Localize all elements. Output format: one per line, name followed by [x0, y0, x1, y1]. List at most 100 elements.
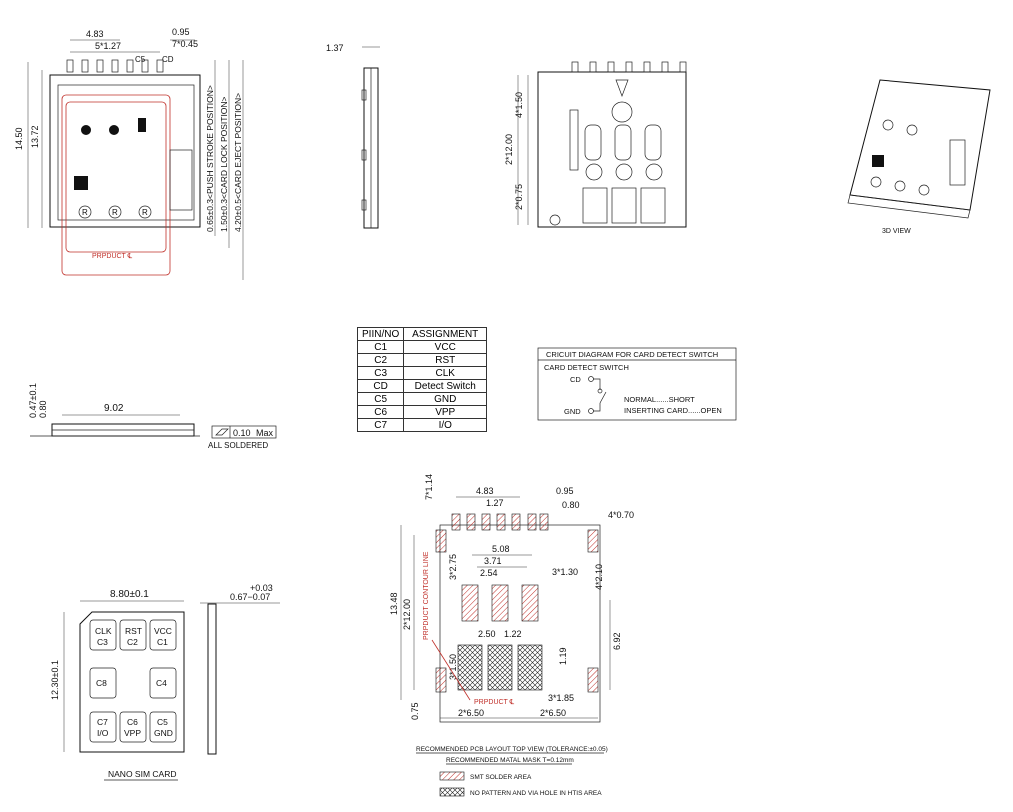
legend-smt-swatch	[439, 771, 465, 781]
dim-0-47: 0.47±0.1	[28, 383, 38, 418]
pad-mark-2	[108, 205, 122, 219]
dim-13-72: 13.72	[30, 125, 40, 148]
dim-2x6-50-left: 2*6.50	[458, 708, 484, 718]
pin-cell: CD	[356, 379, 405, 393]
circuit-normal: NORMAL......SHORT	[624, 395, 695, 404]
pin-cell: C2	[356, 353, 405, 367]
pin-cell: C3	[356, 366, 405, 380]
dim-9-02: 9.02	[104, 403, 124, 414]
sim-c7: C7	[97, 717, 108, 727]
assignment-cell: VCC	[403, 340, 488, 354]
dim-7x0-45: 7*0.45	[172, 39, 198, 49]
dim-1-19: 1.19	[558, 647, 568, 665]
sim-io: I/O	[97, 728, 109, 738]
front-view: 0.47±0.1 0.80 9.02 0.10 Max ALL SOLDERED	[28, 383, 277, 450]
dim-1-37: 1.37	[326, 43, 344, 53]
dim-3x1-30: 3*1.30	[552, 567, 578, 577]
pcb-layout: 7*1.14 4.83 1.27 0.95 0.80 4*0.70 5.08 3…	[389, 474, 634, 797]
bottom-view: 4*1.50 2*12.00 2*0.75	[504, 61, 687, 228]
sim-clk: CLK	[95, 626, 112, 636]
dim-0-75-pcb: 0.75	[410, 702, 420, 720]
dim-0-95: 0.95	[172, 27, 190, 37]
pcb-product-centerline: PRPDUCT ℄	[474, 699, 515, 706]
sim-rst: RST	[125, 626, 142, 636]
pcb-caption-2: RECOMMENDED MATAL MASK T=0.12mm	[446, 757, 574, 764]
dim-6-92: 6.92	[612, 632, 622, 650]
dim-3x1-85: 3*1.85	[548, 693, 574, 703]
pad-mark-3	[138, 205, 152, 219]
flatness-value: 0.10	[233, 428, 251, 438]
dim-2x12-00: 2*12.00	[504, 134, 514, 165]
legend-smt: SMT SOLDER AREA	[470, 774, 532, 781]
nano-sim-card: 8.80±0.1 12.30±0.1 CLK C3 RST C2 VCC C1 …	[50, 583, 280, 781]
product-contour-label: PRPDUCT CONTOUR LINE	[423, 551, 430, 640]
sim-c8: C8	[96, 678, 107, 688]
dim-4x2-10: 4*2.10	[594, 564, 604, 590]
side-view: 1.37	[326, 43, 380, 229]
dim-13-48: 13.48	[389, 592, 399, 615]
dim-5x1-27: 5*1.27	[95, 41, 121, 51]
dim-1-27-pcb: 1.27	[486, 498, 504, 508]
dim-2-50: 2.50	[478, 629, 496, 639]
sim-c1: C1	[157, 637, 168, 647]
dim-4-83: 4.83	[86, 29, 104, 39]
header-assignment: ASSIGNMENT	[403, 327, 488, 341]
dim-0-95-pcb: 0.95	[556, 486, 574, 496]
dim-4x1-50: 4*1.50	[514, 92, 524, 118]
dim-4-83-pcb: 4.83	[476, 486, 494, 496]
circuit-inserting: INSERTING CARD......OPEN	[624, 406, 722, 415]
pin-cell: C1	[356, 340, 405, 354]
nano-sim-label: NANO SIM CARD	[108, 769, 176, 779]
assignment-cell: Detect Switch	[403, 379, 488, 393]
dim-3x1-50: 3*1.50	[448, 654, 458, 680]
assignment-cell: RST	[403, 353, 488, 367]
assignment-cell: VPP	[403, 405, 488, 419]
circuit-gnd-label: GND	[564, 407, 581, 416]
card-eject-position: 4.20±0.5<CARD EJECT POSITION>	[233, 93, 243, 232]
card-lock-position: 1.50±0.3<CARD LOCK POSITION>	[219, 96, 229, 232]
sim-vcc: VCC	[154, 626, 172, 636]
pin-cell: C7	[356, 418, 405, 432]
contact-cd: CD	[162, 55, 174, 64]
circuit-subtitle: CARD DETECT SWITCH	[544, 363, 629, 372]
legend-no-pattern-swatch	[439, 787, 465, 797]
dim-2x12-00-pcb: 2*12.00	[402, 599, 412, 630]
sim-thickness: 0.67−0.07	[230, 592, 270, 602]
sim-c2: C2	[127, 637, 138, 647]
push-stroke-position: 0.65±0.3<PUSH STROKE POSITION>	[205, 85, 215, 232]
circuit-title: CRICUIT DIAGRAM FOR CARD DETECT SWITCH	[546, 350, 718, 359]
pin-cell: C6	[356, 405, 405, 419]
sim-height-dim: 12.30±0.1	[50, 660, 60, 700]
3d-view: 3D VIEW	[847, 79, 991, 235]
sim-thickness-tol: +0.03	[250, 583, 273, 593]
circuit-cd-label: CD	[570, 375, 581, 384]
dim-1-22: 1.22	[504, 629, 522, 639]
dim-5-08: 5.08	[492, 544, 510, 554]
sim-width-dim: 8.80±0.1	[110, 589, 149, 600]
circuit-diagram: CRICUIT DIAGRAM FOR CARD DETECT SWITCH C…	[537, 347, 737, 421]
dim-3-71: 3.71	[484, 556, 502, 566]
dim-0-80: 0.80	[38, 400, 48, 418]
table-header-row: PIIN/NO ASSIGNMENT	[356, 327, 488, 341]
dim-0-80-pcb: 0.80	[562, 500, 580, 510]
all-soldered-note: ALL SOLDERED	[208, 441, 268, 450]
pcb-caption-1: RECOMMENDED PCB LAYOUT TOP VIEW (TOLERAN…	[416, 746, 608, 753]
product-centerline-label: PRPDUCT ℄	[92, 253, 133, 260]
flatness-unit: Max	[256, 428, 274, 438]
pad-mark-1-label: R	[82, 208, 88, 217]
sim-c5: C5	[157, 717, 168, 727]
contact-c5: C5	[135, 55, 146, 64]
dim-14-50: 14.50	[14, 127, 24, 150]
dim-2-54: 2.54	[480, 568, 498, 578]
3d-view-label: 3D VIEW	[882, 228, 911, 235]
sim-c4: C4	[156, 678, 167, 688]
pin-cell: C5	[356, 392, 405, 406]
sim-vpp: VPP	[124, 728, 141, 738]
assignment-cell: CLK	[403, 366, 488, 380]
